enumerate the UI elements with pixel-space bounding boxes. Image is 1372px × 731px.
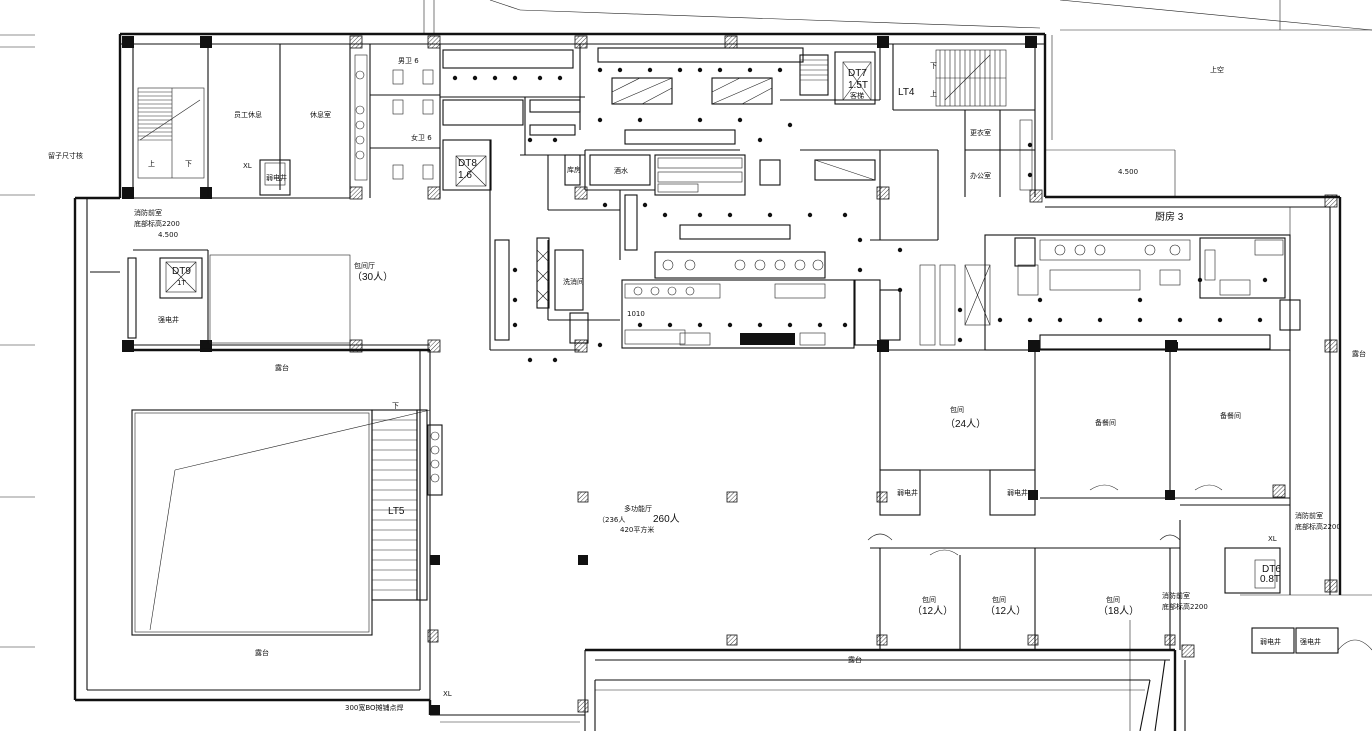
stair-down-label-2: 下 bbox=[930, 62, 937, 70]
equipment-symbols bbox=[452, 67, 1268, 363]
left-stair-block: 上 下 员工休息 休息室 XL 弱电井 留子尺寸核 bbox=[48, 44, 351, 199]
dt8-core: DT8 1.6 bbox=[442, 139, 492, 191]
shaft-label-2: 强电井 bbox=[1300, 637, 1321, 646]
terrace-label-4: 露台 bbox=[1352, 349, 1366, 358]
room-30-cap: （30人） bbox=[352, 271, 393, 283]
weak-elec-label-3: 弱电井 bbox=[1007, 488, 1028, 497]
kitchen-3-label: 厨房 3 bbox=[1155, 210, 1184, 223]
dining-main-cap3: 420平方米 bbox=[620, 525, 654, 534]
room-18-cap: （18人） bbox=[1098, 605, 1139, 617]
private-rooms-right: 包间 （24人） 备餐间 备餐间 弱电井 弱电井 包间 （12人） 包间 （12… bbox=[848, 349, 1366, 664]
strong-elec-label: 强电井 bbox=[158, 315, 179, 324]
dt6-load: 0.8T bbox=[1260, 574, 1280, 585]
room-label-c: 办公室 bbox=[970, 171, 991, 180]
room-18-name: 包间 bbox=[1106, 595, 1120, 604]
room-12a-name: 包间 bbox=[922, 595, 936, 604]
dt7-core: DT7 1.5T 客梯 bbox=[834, 51, 876, 105]
room-30: 包间厅 （30人） 露台 bbox=[209, 254, 393, 372]
elevation-1: 4.500 bbox=[158, 231, 178, 239]
stair-down-label-3: 下 bbox=[392, 402, 399, 410]
lt5-label: LT5 bbox=[388, 506, 405, 517]
building-outline bbox=[73, 32, 1342, 731]
stair-up-label-2: 上 bbox=[930, 89, 937, 98]
xl-label-2: XL bbox=[1268, 535, 1277, 543]
room-12b-cap: （12人） bbox=[985, 605, 1026, 617]
room-label-pantry: 备餐间 bbox=[1095, 418, 1116, 427]
stair-treads-lt5 bbox=[372, 419, 417, 591]
dt8-label: DT8 bbox=[458, 158, 477, 169]
dim-note: 留子尺寸核 bbox=[48, 151, 83, 160]
ceiling-note-3: 消防前室 bbox=[1162, 591, 1190, 600]
room-label-a: 休息室 bbox=[310, 110, 331, 119]
speaker-column bbox=[427, 424, 443, 496]
stair-treads-kitchen bbox=[800, 59, 828, 81]
room-label-d: 更衣室 bbox=[970, 128, 991, 137]
terrace-label-3: 露台 bbox=[848, 655, 862, 664]
dt7-label: DT7 bbox=[848, 68, 867, 79]
room-label-e: 洗消间 bbox=[563, 277, 584, 286]
code-1010: 1010 bbox=[627, 310, 645, 318]
ceiling-note-1b: 底部标高2200 bbox=[134, 219, 180, 228]
stair-treads-lt4 bbox=[936, 50, 1006, 106]
ceiling-note-2b: 底部标高2200 bbox=[1295, 522, 1341, 531]
structural-columns bbox=[122, 35, 1338, 715]
stair-up-label-1: 上 bbox=[148, 159, 155, 168]
elevation-2: 4.500 bbox=[1118, 168, 1138, 176]
shangkong-label: 上空 bbox=[1210, 65, 1224, 74]
dt9-load: 1T bbox=[177, 279, 186, 287]
dt7-sub: 客梯 bbox=[850, 91, 864, 100]
toilet-m-label: 男卫 6 bbox=[398, 57, 419, 65]
room-label-f: 酒水 bbox=[614, 166, 628, 175]
ceiling-note-1: 消防前室 bbox=[134, 208, 162, 217]
ceiling-note-3b: 底部标高2200 bbox=[1162, 602, 1208, 611]
room-label-g: 库房 bbox=[567, 165, 581, 174]
dt6-label: DT6 bbox=[1262, 564, 1281, 575]
dining-main-name: 多功能厅 bbox=[624, 504, 652, 513]
kitchen-3: 厨房 3 bbox=[854, 210, 1301, 351]
room-30-name: 包间厅 bbox=[354, 261, 375, 270]
weak-elec-label-2: 弱电井 bbox=[897, 488, 918, 497]
toilet-f-label: 女卫 6 bbox=[411, 133, 432, 142]
room-label-b: 员工休息 bbox=[234, 110, 262, 119]
lt5-area: LT5 下 露台 XL 300宽BO摊铺点焊 bbox=[131, 350, 452, 712]
dt6-core: DT6 0.8T XL 消防前室 底部标高2200 消防前室 底部标高2200 … bbox=[1162, 511, 1372, 654]
room-24-name: 包间 bbox=[950, 405, 964, 414]
room-24-cap: （24人） bbox=[945, 418, 986, 430]
terrace-label-1: 露台 bbox=[275, 363, 289, 372]
xl-label-3: XL bbox=[443, 690, 452, 698]
dining-main-cap2: 260人 bbox=[653, 513, 680, 525]
kitchen-area: 酒水 库房 洗消间 bbox=[440, 44, 939, 351]
room-12a-cap: （12人） bbox=[912, 605, 953, 617]
left-service-core: DT9 1T 消防前室 底部标高2200 4.500 强电井 bbox=[90, 208, 430, 352]
dt7-load: 1.5T bbox=[848, 80, 868, 91]
bottom-note: 300宽BO摊铺点焊 bbox=[345, 703, 404, 712]
right-upper-rooms: 更衣室 办公室 4.500 bbox=[964, 110, 1138, 197]
room-label-pantry2: 备餐间 bbox=[1220, 411, 1241, 420]
room-12b-name: 包间 bbox=[992, 595, 1006, 604]
dt9-label: DT9 bbox=[172, 266, 191, 277]
stair-down-label-1: 下 bbox=[185, 160, 192, 168]
lt4-label: LT4 bbox=[898, 87, 915, 98]
xl-label-1: XL bbox=[243, 162, 252, 170]
dining-main-cap: （236人 bbox=[598, 516, 625, 524]
terrace-label-2: 露台 bbox=[255, 648, 269, 657]
ceiling-note-2: 消防前室 bbox=[1295, 511, 1323, 520]
stair-treads-1 bbox=[138, 88, 201, 178]
main-dining-hall: 多功能厅 （236人 260人 420平方米 bbox=[598, 484, 1223, 556]
lt4-stair: LT4 下 上 上空 bbox=[892, 44, 1224, 111]
shaft-label-1: 弱电井 bbox=[1260, 637, 1281, 646]
toilet-block: 男卫 6 女卫 6 bbox=[354, 44, 441, 198]
dt8-load: 1.6 bbox=[458, 170, 472, 181]
weak-elec-label-1: 弱电井 bbox=[266, 173, 287, 182]
